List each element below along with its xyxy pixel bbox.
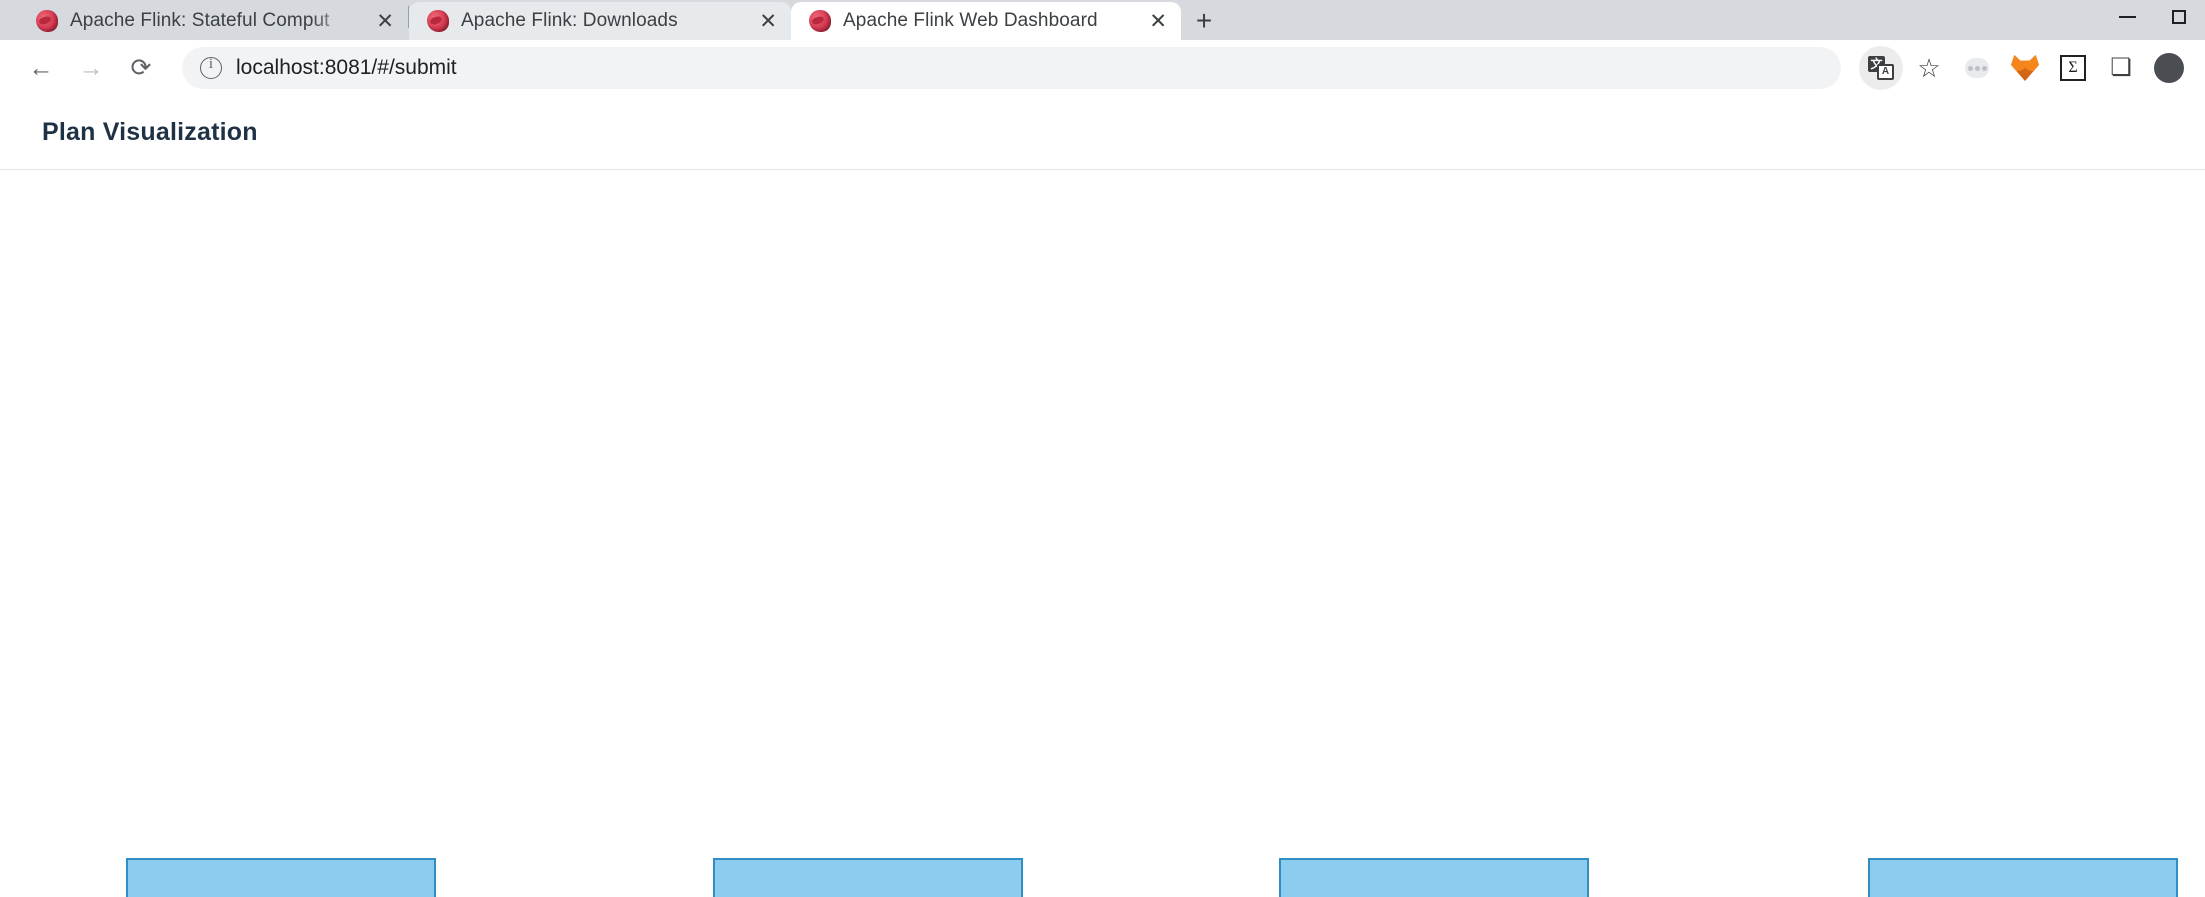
math-sigma-extension-icon: Σ — [2060, 55, 2086, 81]
plan-node-flat-map[interactable]: Flat Map Parallelism: 2 — [713, 858, 1023, 897]
window-controls — [2101, 0, 2205, 34]
tab-apache-flink-web-dashboard[interactable]: Apache Flink Web Dashboard ✕ — [791, 2, 1181, 40]
tab-close-icon[interactable]: ✕ — [376, 9, 394, 33]
extension-grey-icon — [1965, 58, 1989, 78]
plan-visualization-canvas[interactable]: Source: Socket Stream Parallelism: 1 REB… — [0, 170, 2205, 897]
translate-button[interactable]: 文A — [1859, 46, 1903, 90]
flink-squirrel-icon — [809, 10, 831, 32]
maximize-button[interactable] — [2153, 0, 2205, 34]
reload-button[interactable]: ⟳ — [130, 54, 152, 82]
forward-button[interactable]: → — [78, 53, 104, 82]
math-extension-button[interactable]: Σ — [2051, 46, 2095, 90]
back-button[interactable]: ← — [28, 53, 54, 82]
info-circle-icon[interactable] — [200, 56, 222, 79]
page-title: Plan Visualization — [42, 118, 258, 146]
extensions-puzzle-icon: ❏ — [2110, 54, 2132, 81]
tab-title: Apache Flink: Stateful Comput — [70, 10, 330, 31]
url-text: localhost:8081/#/submit — [236, 56, 457, 79]
tab-close-icon[interactable]: ✕ — [1149, 9, 1167, 33]
extensions-button[interactable]: ❏ — [2099, 46, 2143, 90]
flink-squirrel-icon — [36, 10, 58, 32]
tab-title: Apache Flink Web Dashboard — [843, 10, 1098, 31]
tab-divider — [408, 5, 409, 28]
flink-squirrel-icon — [427, 10, 449, 32]
profile-avatar-icon — [2154, 53, 2184, 83]
new-tab-button[interactable]: + — [1195, 5, 1213, 36]
metamask-fox-icon — [2011, 55, 2039, 81]
minimize-button[interactable] — [2101, 0, 2153, 34]
tab-apache-flink-stateful[interactable]: Apache Flink: Stateful Comput ✕ — [18, 2, 408, 40]
page-header: Plan Visualization — [0, 96, 2205, 170]
toolbar-icon-group: 文A ☆ Σ ❏ — [1859, 46, 2191, 90]
flink-dashboard-page: Plan Visualization Source: Socket Stream… — [0, 96, 2205, 897]
metamask-button[interactable] — [2003, 46, 2047, 90]
address-bar[interactable]: localhost:8081/#/submit — [182, 47, 1841, 89]
tab-strip: Apache Flink: Stateful Comput ✕ Apache F… — [0, 0, 2205, 40]
tab-close-icon[interactable]: ✕ — [759, 9, 777, 33]
browser-toolbar: ← → ⟳ localhost:8081/#/submit 文A ☆ Σ — [0, 40, 2205, 96]
translate-icon: 文A — [1868, 56, 1894, 80]
bookmark-star-icon: ☆ — [1917, 53, 1941, 83]
minimize-icon — [2118, 16, 2136, 18]
tab-title: Apache Flink: Downloads — [461, 10, 678, 31]
tab-apache-flink-downloads[interactable]: Apache Flink: Downloads ✕ — [409, 2, 791, 40]
plan-node-source-socket-stream[interactable]: Source: Socket Stream Parallelism: 1 — [126, 858, 436, 897]
bookmark-button[interactable]: ☆ — [1907, 46, 1951, 90]
plan-node-sink-print[interactable]: Sink: Print to Std. Out Parallelism: 1 — [1868, 858, 2178, 897]
maximize-icon — [2172, 10, 2186, 24]
plan-node-keyed-aggregation[interactable]: Keyed Aggregation Parallelism: 2 — [1279, 858, 1589, 897]
extension-grey-button[interactable] — [1955, 46, 1999, 90]
profile-button[interactable] — [2147, 46, 2191, 90]
